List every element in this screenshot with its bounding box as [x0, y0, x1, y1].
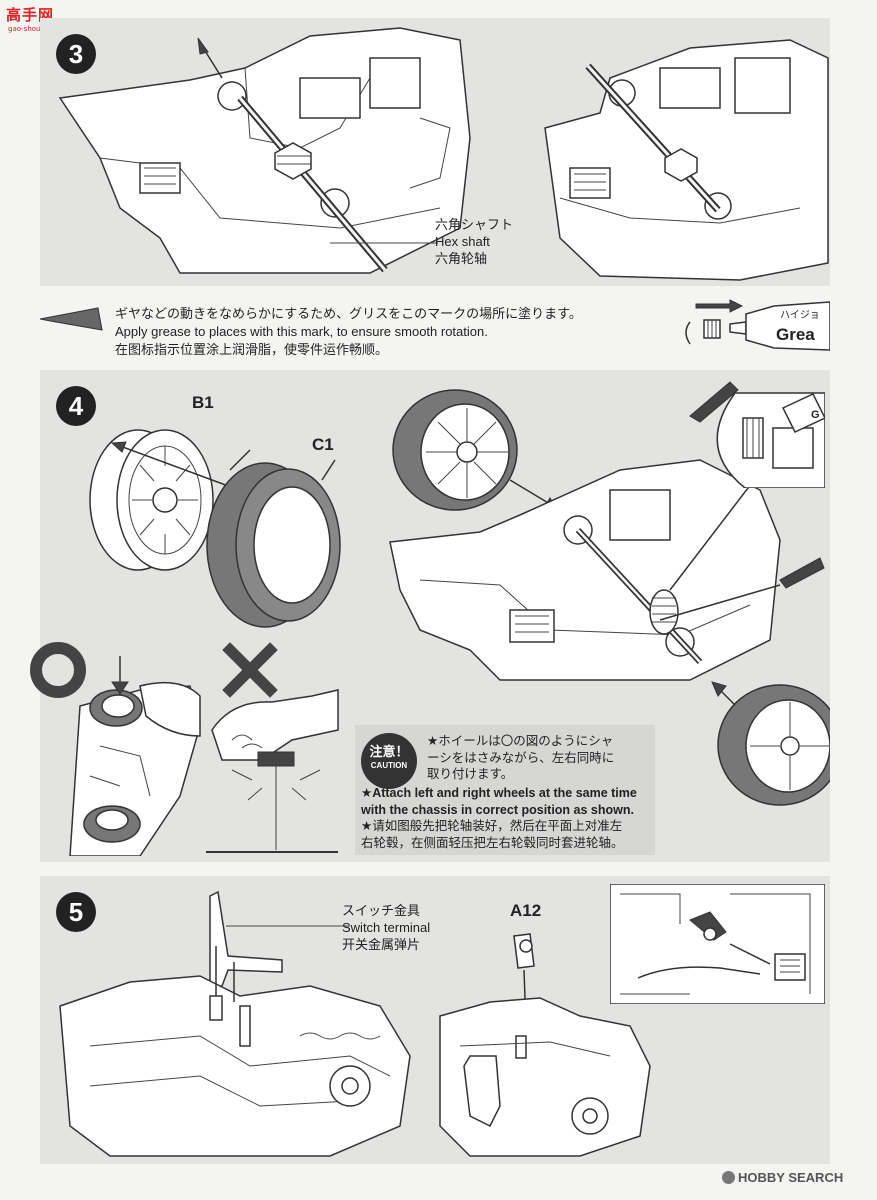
hobby-search-watermark: HOBBY SEARCH — [722, 1170, 843, 1186]
correct-method-illustration — [69, 656, 201, 856]
step-4-panel: 4 B1 C1 — [30, 370, 830, 862]
step-4-badge: 4 — [56, 386, 96, 426]
step-4-chassis-illustration — [389, 381, 830, 806]
part-b1-label: B1 — [192, 393, 214, 412]
caution-badge-en: CAUTION — [370, 761, 408, 770]
step-3-right-chassis-illustration — [544, 39, 829, 281]
grease-tube-label-small: G — [811, 409, 820, 421]
caution-box: 注意！ CAUTION ★ホイールは〇の図のようにシャ ーシをはさみながら、左右… — [355, 725, 655, 855]
logo-subtext: gao-shou.com — [8, 25, 58, 33]
hex-shaft-label: 六角シャフト Hex shaft 六角轮轴 — [435, 217, 514, 266]
step-3-panel: 3 六角シャフト Hex shaft 六角轮轴 — [40, 18, 830, 286]
grease-tube-icon: ハイジョ Grea — [685, 299, 830, 351]
caution-badge: 注意！ CAUTION — [361, 733, 417, 789]
part-a12-label: A12 — [510, 901, 542, 920]
step-5-detail-inset — [610, 884, 825, 1004]
grease-tube-label-2: Grea — [776, 325, 815, 344]
grease-instructions: ギヤなどの動きをなめらかにするため、グリスをこのマークの場所に塗ります。 App… — [115, 306, 582, 357]
hobby-search-icon — [722, 1171, 735, 1184]
incorrect-method-icon — [222, 642, 278, 698]
step-5-left-chassis-illustration — [59, 890, 411, 1157]
switch-terminal-label: スイッチ金具 Switch terminal 开关金属弹片 — [342, 903, 431, 952]
caution-text: ★ホイールは〇の図のようにシャ ーシをはさみながら、左右同時に 取り付けます。 — [427, 734, 615, 781]
step-3-left-chassis-illustration — [58, 27, 471, 274]
step-5-panel: 5 スイッチ金具 Switch terminal 开关金属弹片 A12 — [40, 876, 830, 1164]
caution-badge-jp: 注意！ — [369, 745, 409, 760]
step-3-badge: 3 — [56, 34, 96, 74]
step-5-badge: 5 — [56, 892, 96, 932]
correct-method-icon — [30, 642, 86, 698]
wheel-and-tire-illustration — [89, 429, 341, 628]
caution-text-en-cn: ★Attach left and right wheels at the sam… — [361, 786, 637, 850]
incorrect-method-illustration — [206, 689, 339, 853]
grease-tube-label: ハイジョ — [780, 310, 820, 321]
grease-detail-inset: G — [716, 392, 825, 488]
part-c1-label: C1 — [312, 435, 334, 454]
grease-mark-icon — [39, 307, 103, 331]
step-5-right-chassis-illustration — [439, 933, 651, 1157]
